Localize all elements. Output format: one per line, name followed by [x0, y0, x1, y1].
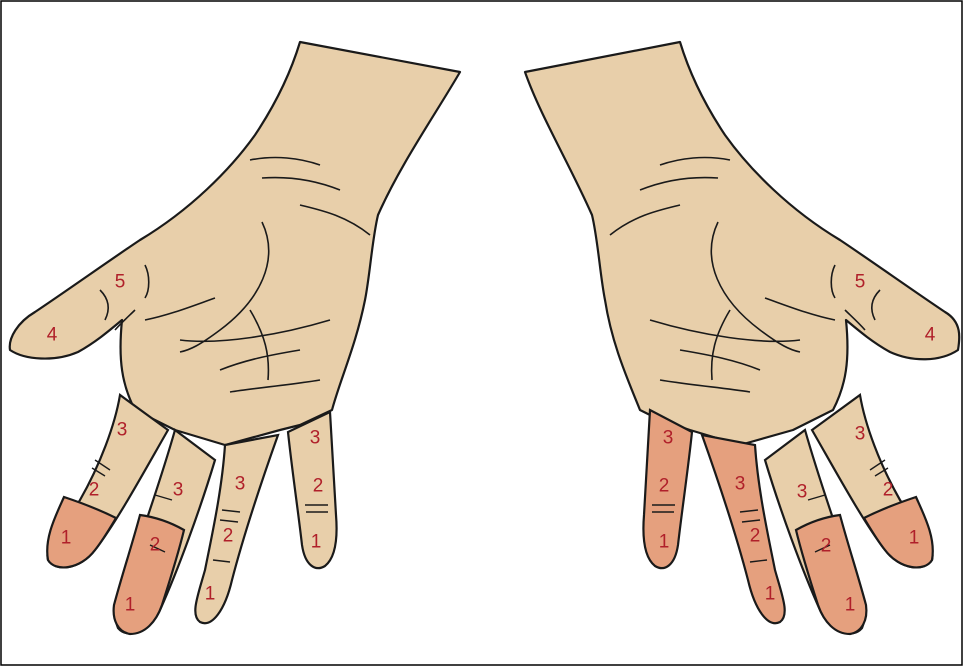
left-little-base-label: 3: [310, 428, 321, 449]
right-thumb-base-label: 5: [855, 272, 866, 293]
left-thumb-tip-label: 4: [47, 325, 58, 346]
right-ring-tip-label: 1: [765, 584, 776, 605]
left-ring-tip-label: 1: [205, 584, 216, 605]
left-ring-middle-label: 2: [223, 526, 234, 547]
right-little-middle-label: 2: [659, 476, 670, 497]
right-index-middle-label: 2: [883, 480, 894, 501]
right-thumb-tip-label: 4: [925, 325, 936, 346]
right-middle-tip-label: 1: [845, 595, 856, 616]
right-middle-middle-label: 2: [821, 536, 832, 557]
right-little-tip-label: 1: [659, 532, 670, 553]
right-ring-base-label: 3: [735, 474, 746, 495]
left-index-tip-label: 1: [61, 528, 72, 549]
right-index-base-label: 3: [855, 424, 866, 445]
left-thumb-base-label: 5: [115, 272, 126, 293]
left-ring-base-label: 3: [235, 474, 246, 495]
left-little-middle-label: 2: [313, 476, 324, 497]
left-middle-base-label: 3: [173, 480, 184, 501]
left-index-middle-label: 2: [89, 480, 100, 501]
right-ring-middle-label: 2: [750, 526, 761, 547]
right-index-tip-label: 1: [909, 528, 920, 549]
left-middle-tip-label: 1: [125, 595, 136, 616]
left-little-tip-label: 1: [311, 532, 322, 553]
right-middle-base-label: 3: [797, 482, 808, 503]
right-little-base-label: 3: [663, 428, 674, 449]
left-middle-middle-label: 2: [150, 535, 161, 556]
left-index-base-label: 3: [117, 420, 128, 441]
